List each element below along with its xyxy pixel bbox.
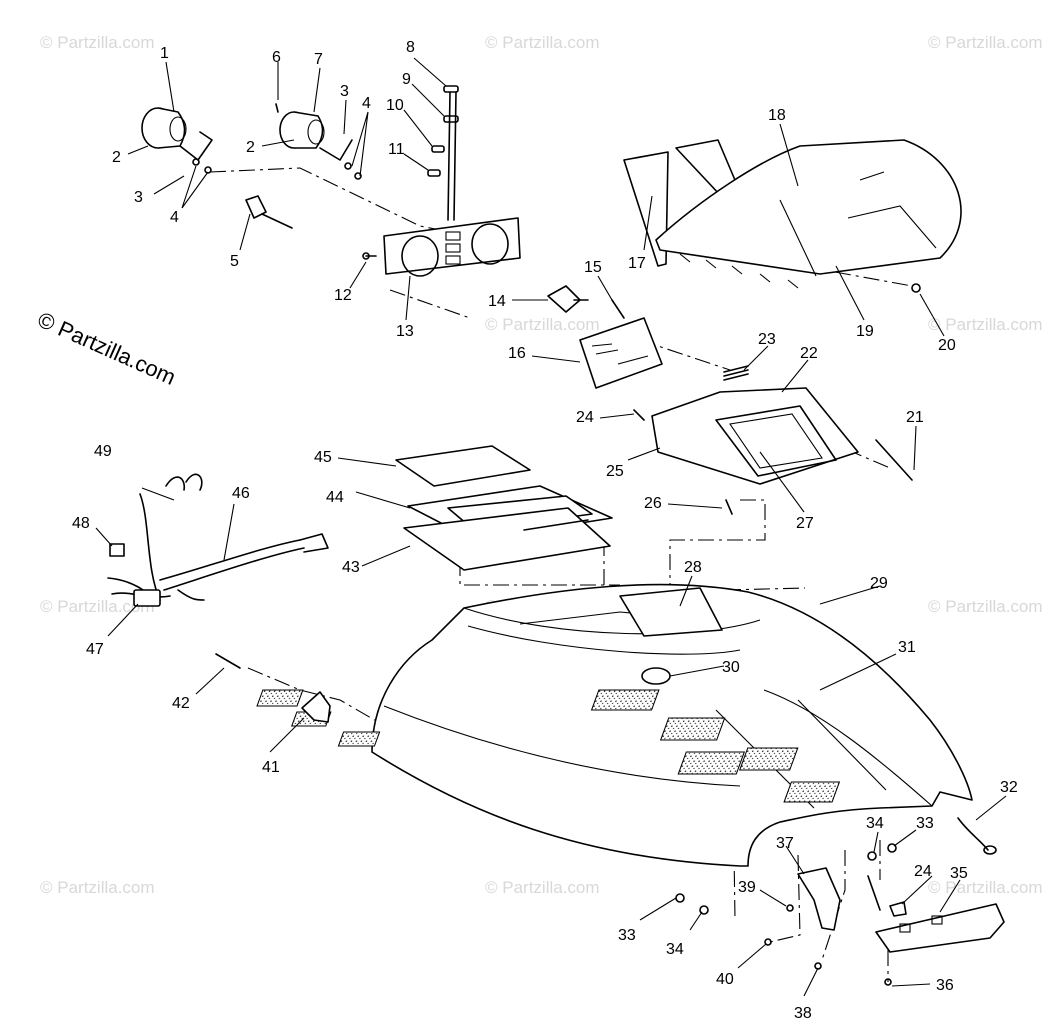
- hood-hinge-bracket: [301, 691, 331, 723]
- watermark-text: © Partzilla.com: [40, 33, 155, 52]
- part-label-48: 48: [72, 515, 90, 532]
- part-label-42: 42: [172, 695, 190, 712]
- part-label-2: 2: [246, 139, 255, 156]
- part-label-46: 46: [232, 485, 250, 502]
- part-label-47: 47: [86, 641, 104, 658]
- part-label-4: 4: [362, 95, 371, 112]
- hood-cable: [957, 817, 989, 851]
- hood-cover-assembly: [395, 445, 613, 571]
- part-label-41: 41: [262, 759, 280, 776]
- part-label-5: 5: [230, 253, 239, 270]
- part-label-7: 7: [314, 51, 323, 68]
- copyright-text: © Partzilla.com: [34, 307, 180, 390]
- watermark-text: © Partzilla.com: [928, 33, 1043, 52]
- part-label-29: 29: [870, 575, 888, 592]
- part-label-23: 23: [758, 331, 776, 348]
- part-label-34: 34: [866, 815, 884, 832]
- gauge-left: [141, 107, 213, 174]
- watermark-text: © Partzilla.com: [928, 315, 1043, 334]
- indicator-lamps: [427, 85, 459, 221]
- part-label-21: 21: [906, 409, 924, 426]
- part-label-8: 8: [406, 39, 415, 56]
- part-label-40: 40: [716, 971, 734, 988]
- part-label-15: 15: [584, 259, 602, 276]
- screw-26: [725, 499, 733, 515]
- temp-sender: [245, 195, 293, 229]
- part-label-2: 2: [112, 149, 121, 166]
- wiring-harness: [107, 473, 329, 607]
- part-label-9: 9: [402, 71, 411, 88]
- adjusting-spring: [723, 365, 749, 381]
- part-label-49: 49: [94, 443, 112, 460]
- watermark-text: © Partzilla.com: [485, 33, 600, 52]
- watermark-text: © Partzilla.com: [485, 878, 600, 897]
- watermark-text: © Partzilla.com: [928, 878, 1043, 897]
- headlight-housing: [633, 387, 859, 485]
- part-label-12: 12: [334, 287, 352, 304]
- part-label-14: 14: [488, 293, 506, 310]
- part-label-3: 3: [134, 189, 143, 206]
- gauge-right: [275, 103, 362, 180]
- part-label-16: 16: [508, 345, 526, 362]
- label-leaders: [95, 57, 1007, 997]
- part-label-19: 19: [856, 323, 874, 340]
- part-label-32: 32: [1000, 779, 1018, 796]
- part-label-43: 43: [342, 559, 360, 576]
- pin-42: [215, 653, 241, 669]
- part-label-3: 3: [340, 83, 349, 100]
- part-label-45: 45: [314, 449, 332, 466]
- part-label-30: 30: [722, 659, 740, 676]
- housing-bolt: [875, 439, 913, 481]
- part-label-24: 24: [914, 863, 932, 880]
- part-label-26: 26: [644, 495, 662, 512]
- watermark-text: © Partzilla.com: [40, 878, 155, 897]
- part-label-28: 28: [684, 559, 702, 576]
- part-label-10: 10: [386, 97, 404, 114]
- part-label-35: 35: [950, 865, 968, 882]
- headlight: [547, 285, 663, 389]
- watermark-text: © Partzilla.com: [485, 315, 600, 334]
- hood: [256, 583, 973, 867]
- part-label-6: 6: [272, 49, 281, 66]
- part-label-33: 33: [916, 815, 934, 832]
- part-label-39: 39: [738, 879, 756, 896]
- windshield: [623, 139, 962, 293]
- part-label-44: 44: [326, 489, 344, 506]
- part-label-31: 31: [898, 639, 916, 656]
- watermark-text: © Partzilla.com: [40, 597, 155, 616]
- part-label-18: 18: [768, 107, 786, 124]
- watermark-text: © Partzilla.com: [928, 597, 1043, 616]
- instrument-panel: [362, 217, 521, 277]
- part-label-11: 11: [388, 141, 405, 158]
- part-number-labels: 1 2 2 3 3 4 4 5 6 7 8 9 10 11 12 13 14 1…: [72, 39, 1018, 1022]
- part-label-20: 20: [938, 337, 956, 354]
- part-label-27: 27: [796, 515, 814, 532]
- part-label-34: 34: [666, 941, 684, 958]
- part-label-13: 13: [396, 323, 414, 340]
- part-label-25: 25: [606, 463, 624, 480]
- part-label-17: 17: [628, 255, 646, 272]
- part-label-38: 38: [794, 1005, 812, 1022]
- part-label-24: 24: [576, 409, 594, 426]
- part-label-22: 22: [800, 345, 818, 362]
- part-label-37: 37: [776, 835, 794, 852]
- part-label-33: 33: [618, 927, 636, 944]
- part-label-4: 4: [170, 209, 179, 226]
- part-label-1: 1: [160, 45, 169, 62]
- part-label-36: 36: [936, 977, 954, 994]
